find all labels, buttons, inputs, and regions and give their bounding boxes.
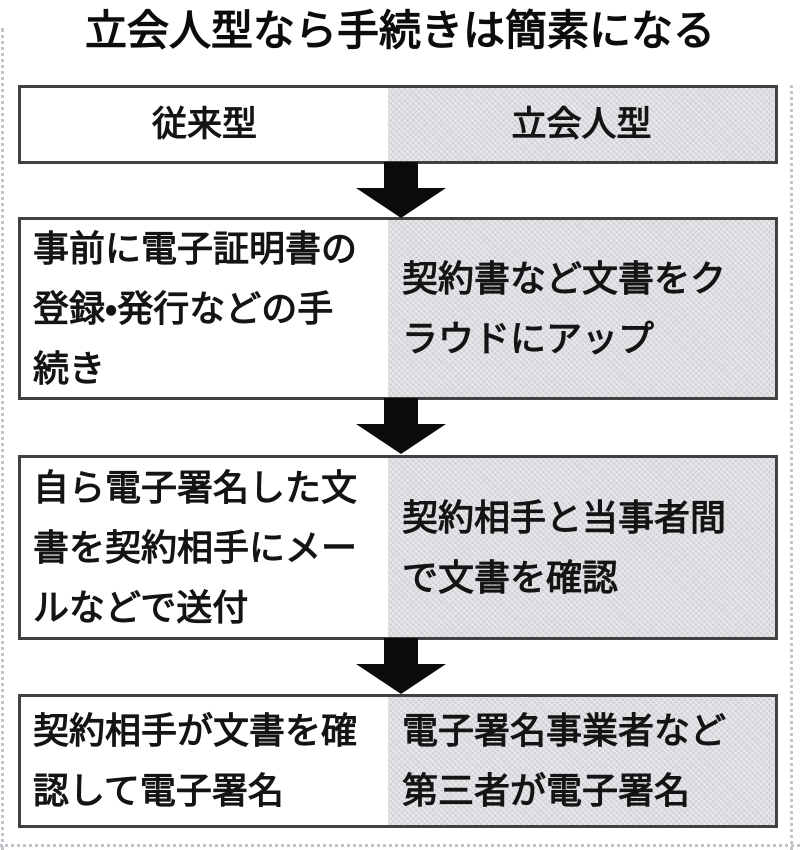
row1-cell-traditional: 事前に電子証明書の 登録・発行などの手 続き <box>21 220 388 397</box>
figure-title: 立会人型なら手続きは簡素になる <box>84 7 715 54</box>
table-row-1: 事前に電子証明書の 登録・発行などの手 続き 契約書など文書をク ラウドにアップ <box>18 217 778 400</box>
row2-cell-traditional: 自ら電子署名した文 書を契約相手にメー ルなどで送付 <box>21 458 388 637</box>
crop-edge-bottom-dotted <box>0 844 800 847</box>
row1-cell-witness: 契約書など文書をク ラウドにアップ <box>388 220 775 397</box>
crop-edge-left-dotted <box>1 28 4 850</box>
down-arrow-icon <box>356 398 446 454</box>
table-row-2: 自ら電子署名した文 書を契約相手にメー ルなどで送付 契約相手と当事者間 で文書… <box>18 455 778 640</box>
row3-cell-witness: 電子署名事業者など 第三者が電子署名 <box>388 697 775 825</box>
header-row: 従来型 立会人型 <box>18 85 778 164</box>
crop-edge-right-dotted <box>790 85 793 850</box>
down-arrow-icon <box>356 638 446 694</box>
header-cell-witness: 立会人型 <box>388 88 775 161</box>
row3-cell-traditional: 契約相手が文書を確 認して電子署名 <box>21 697 388 825</box>
row2-cell-witness: 契約相手と当事者間 で文書を確認 <box>388 458 775 637</box>
header-cell-traditional: 従来型 <box>21 88 388 161</box>
table-row-3: 契約相手が文書を確 認して電子署名 電子署名事業者など 第三者が電子署名 <box>18 694 778 828</box>
down-arrow-icon <box>356 162 446 218</box>
